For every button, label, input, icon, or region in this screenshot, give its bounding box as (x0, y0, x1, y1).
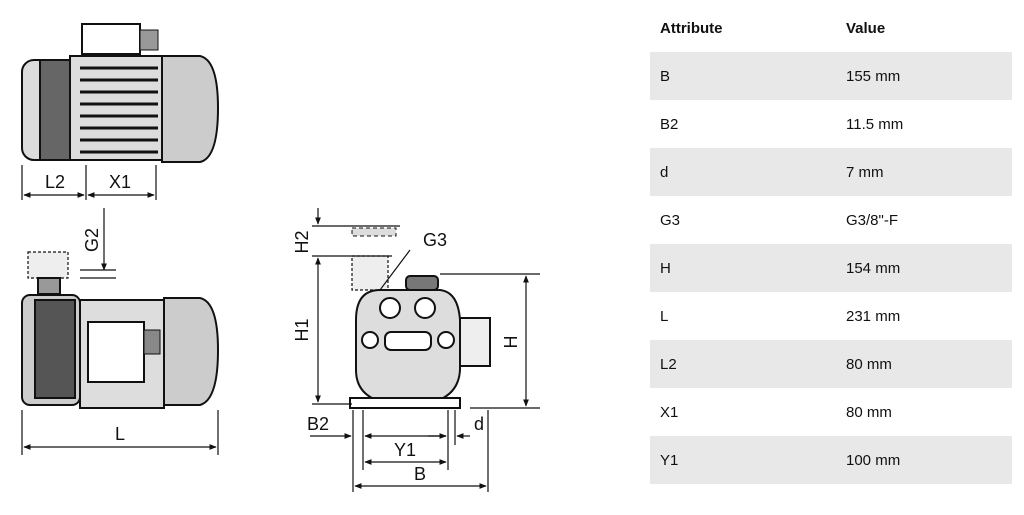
cell-value: G3/8"-F (846, 211, 899, 229)
dim-side (21, 208, 219, 455)
cell-attribute: B2 (660, 115, 679, 133)
table-row: Y1 100 mm (650, 436, 1012, 484)
label-H2: H2 (292, 230, 312, 253)
table-row: L2 80 mm (650, 340, 1012, 388)
column-header-attribute: Attribute (660, 19, 723, 37)
cell-value: 11.5 mm (846, 115, 904, 133)
cell-attribute: X1 (660, 403, 679, 421)
label-H: H (501, 336, 521, 349)
label-X1: X1 (109, 172, 131, 192)
cell-value: 154 mm (846, 259, 901, 277)
table-row: G3 G3/8"-F (650, 196, 1012, 244)
label-d: d (474, 414, 484, 434)
column-header-value: Value (846, 19, 886, 37)
cell-attribute: H (660, 259, 671, 277)
table-row: X1 80 mm (650, 388, 1012, 436)
cell-attribute: Y1 (660, 451, 679, 469)
label-L: L (115, 424, 125, 444)
cell-value: 80 mm (846, 355, 892, 373)
cell-attribute: L (660, 307, 669, 325)
label-H1: H1 (292, 318, 312, 341)
cell-attribute: L2 (660, 355, 677, 373)
cell-value: 80 mm (846, 403, 892, 421)
cell-attribute: B (660, 67, 671, 85)
label-L2: L2 (45, 172, 65, 192)
label-Y1: Y1 (394, 440, 416, 460)
cell-value: 155 mm (846, 67, 901, 85)
label-G2: G2 (82, 228, 102, 252)
table-header-row: Attribute Value (650, 4, 1012, 52)
table-row: L 231 mm (650, 292, 1012, 340)
technical-drawing: L2 X1 G2 L (21, 23, 540, 492)
cell-value: 231 mm (846, 307, 901, 325)
table-row: H 154 mm (650, 244, 1012, 292)
pump-end-view (349, 227, 491, 409)
label-B2: B2 (307, 414, 329, 434)
motor-top-view (21, 23, 220, 163)
spec-table: Attribute Value B 155 mm B2 11.5 mm d 7 … (650, 4, 1012, 484)
cell-attribute: G3 (660, 211, 681, 229)
cell-value: 7 mm (846, 163, 884, 181)
dim-pump (310, 208, 540, 492)
table-row: B2 11.5 mm (650, 100, 1012, 148)
dim-top (21, 165, 157, 200)
table-row: d 7 mm (650, 148, 1012, 196)
cell-attribute: d (660, 163, 669, 181)
motor-side-view (21, 251, 220, 409)
label-B: B (414, 464, 426, 484)
label-G3: G3 (423, 230, 447, 250)
table-row: B 155 mm (650, 52, 1012, 100)
cell-value: 100 mm (846, 451, 901, 469)
